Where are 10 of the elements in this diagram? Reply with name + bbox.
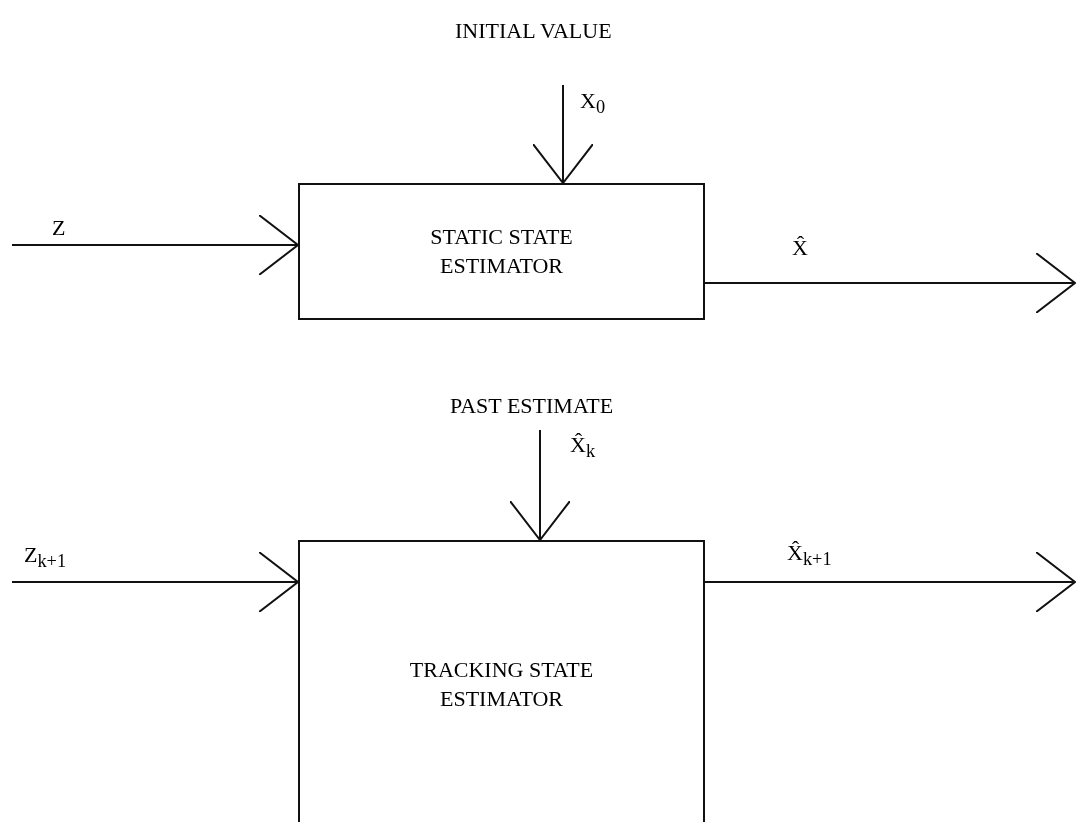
arrow [704,252,1076,314]
process-box [298,183,705,320]
arrow [704,551,1076,613]
arrow [509,429,571,541]
arrow [11,214,299,276]
arrow [532,84,594,184]
process-box [298,540,705,822]
arrow [11,551,299,613]
box-label: TRACKING STATE ESTIMATOR [408,656,595,713]
box-label: STATIC STATE ESTIMATOR [429,222,574,280]
